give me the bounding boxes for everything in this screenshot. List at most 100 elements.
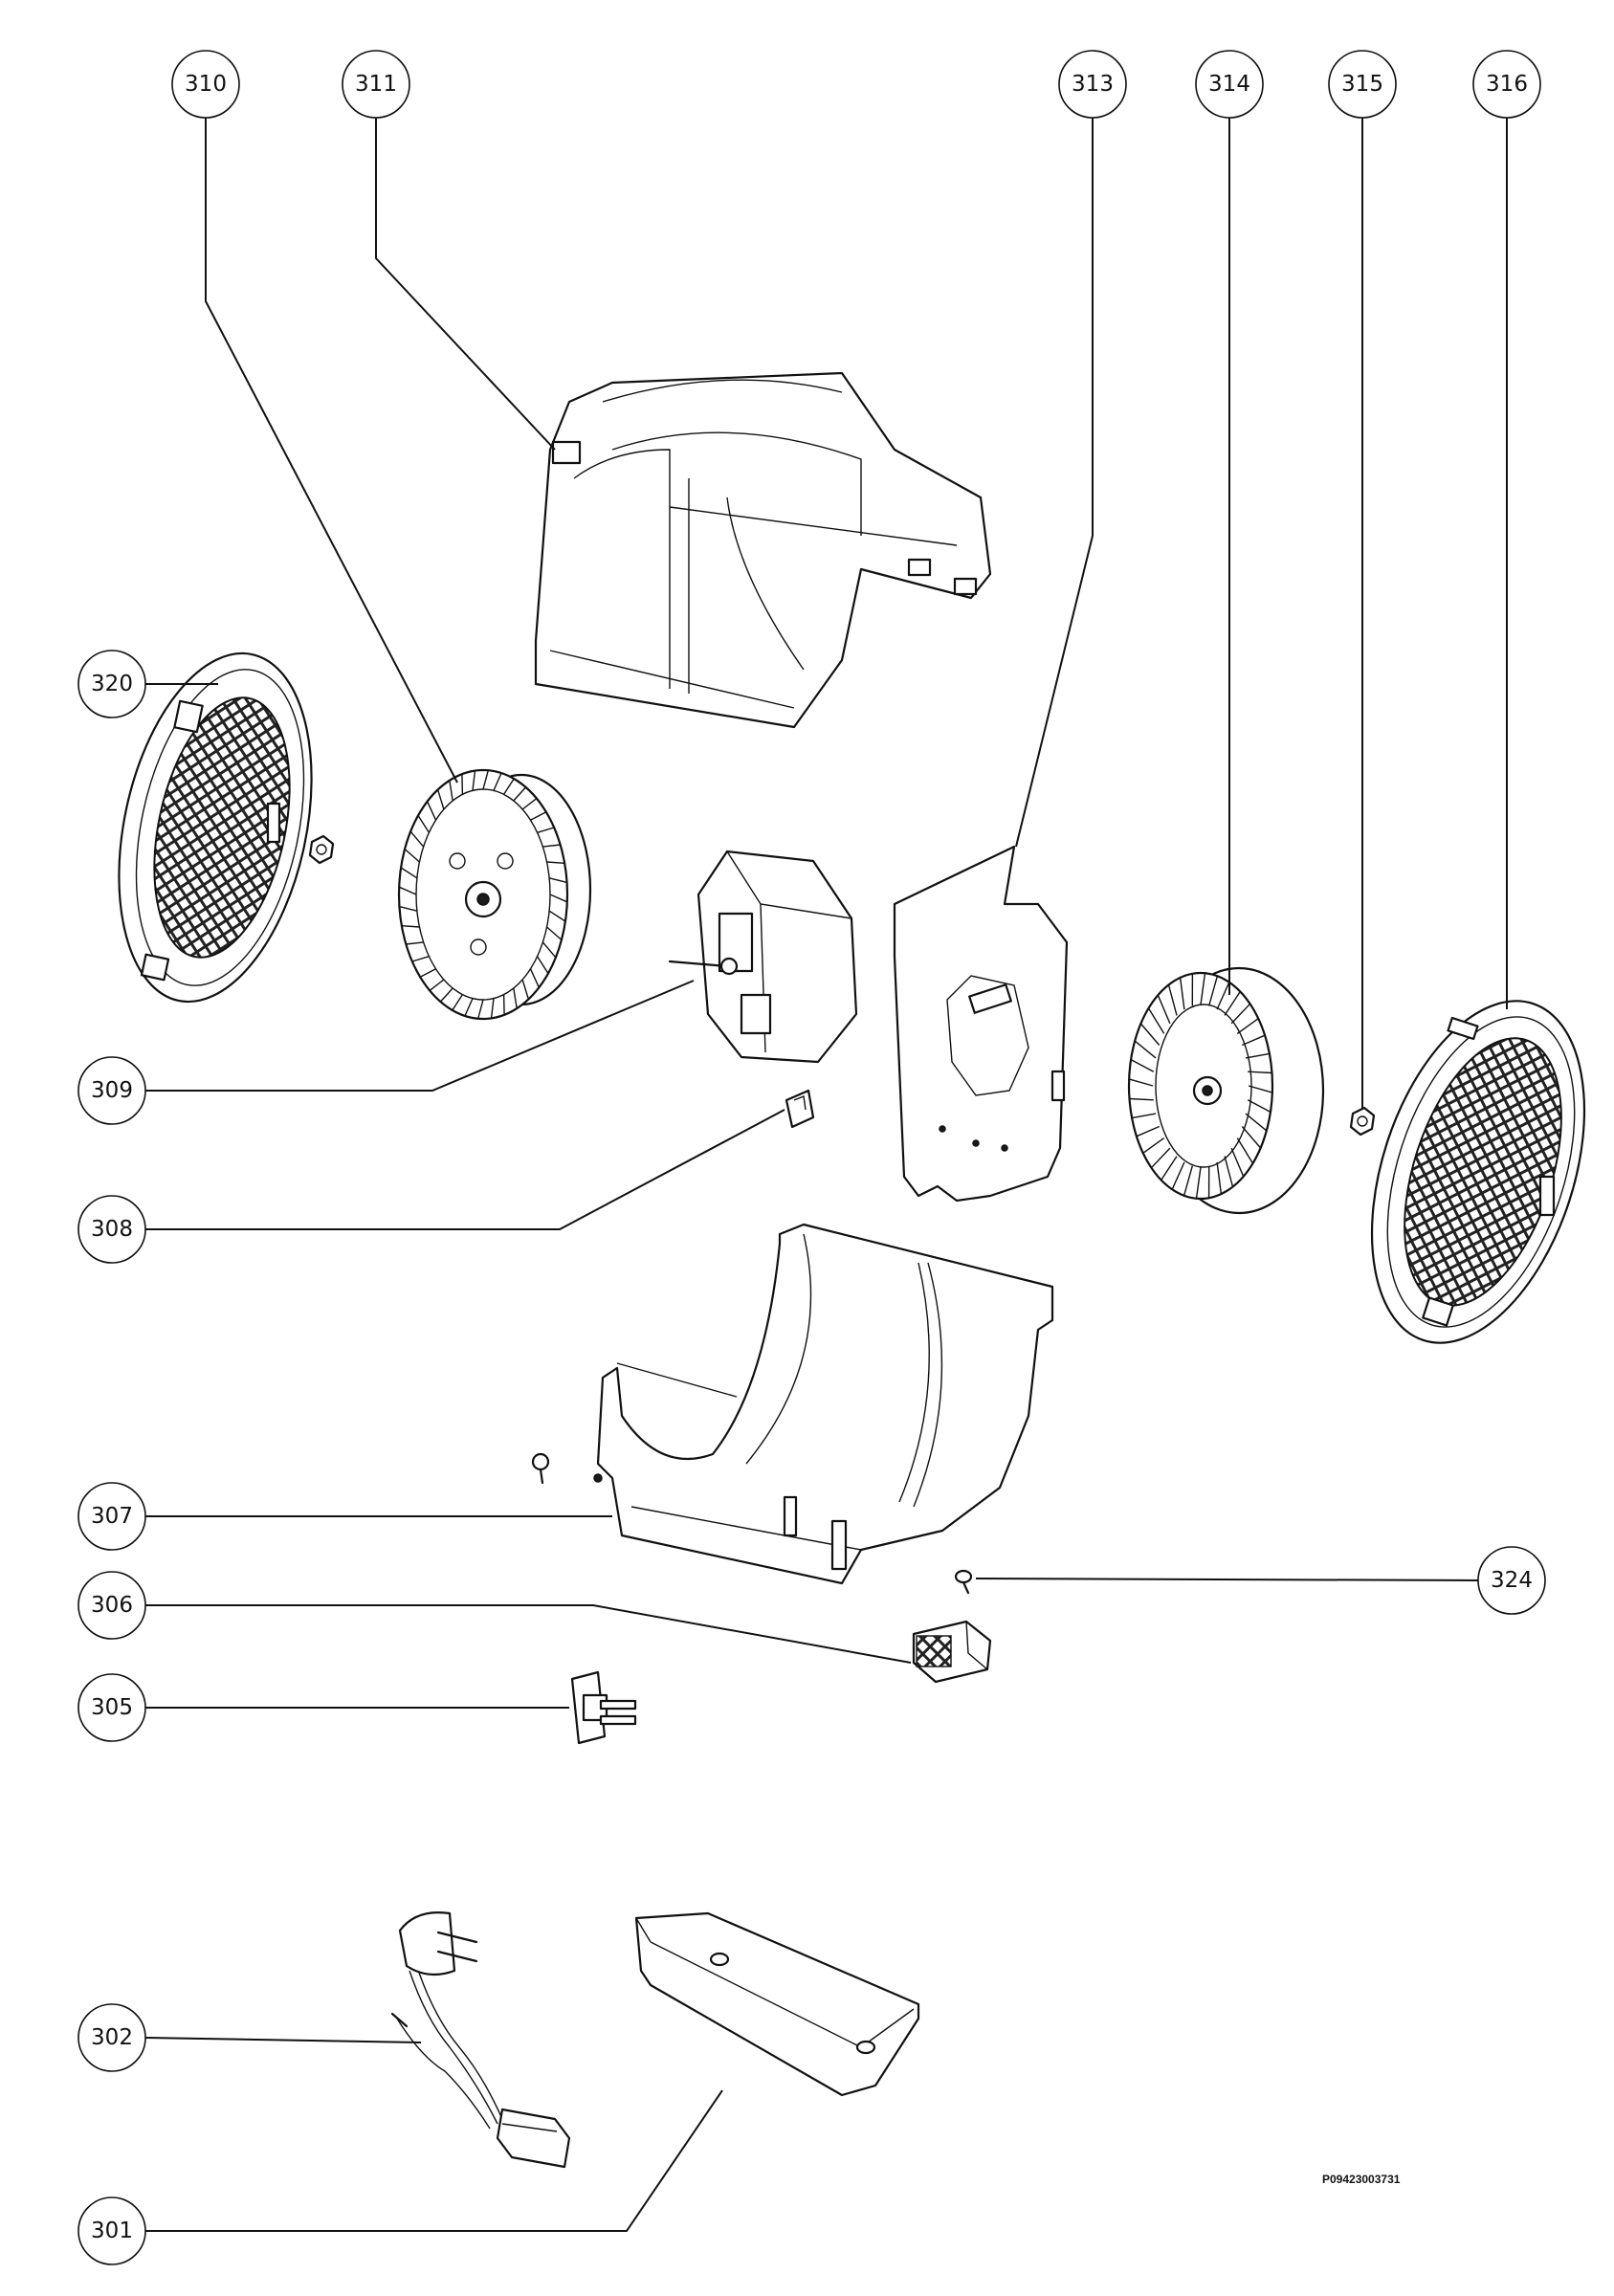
impeller-blade — [1142, 1137, 1165, 1154]
leader-313 — [1015, 117, 1094, 848]
impeller-blade — [542, 844, 561, 848]
impeller-blade — [1236, 1137, 1254, 1164]
impeller-blade — [419, 968, 436, 978]
leader-324 — [975, 1578, 1479, 1581]
callout-label: 301 — [91, 2219, 133, 2243]
callout-label: 314 — [1208, 72, 1250, 97]
leader-311 — [375, 117, 556, 451]
impeller-blade — [406, 941, 424, 945]
impeller-blade — [1167, 984, 1178, 1016]
motor-part — [668, 850, 858, 1064]
callout-310: 310 — [171, 50, 240, 119]
impeller-blade — [1179, 977, 1185, 1010]
impeller-blade — [530, 811, 547, 821]
callout-307: 307 — [77, 1482, 146, 1551]
callout-label: 324 — [1491, 1568, 1533, 1593]
impeller-blade — [521, 798, 538, 810]
impeller-blade — [1245, 1113, 1268, 1132]
clip-part — [785, 1089, 815, 1129]
impeller-blade — [1157, 994, 1171, 1025]
impeller-blade — [546, 926, 563, 941]
impeller-blade — [1131, 1113, 1157, 1119]
impeller-blade — [1139, 1023, 1161, 1046]
impeller-blade — [472, 770, 476, 791]
impeller-blade — [1130, 1058, 1155, 1072]
callout-306: 306 — [77, 1571, 146, 1640]
drawing-reference-code: P09423003731 — [1322, 2173, 1401, 2186]
leader-lines — [144, 117, 1508, 2232]
left-screw-part — [531, 1452, 550, 1485]
impeller-blade — [411, 956, 430, 962]
left-grille-cover-part — [118, 651, 313, 1004]
callout-label: 308 — [91, 1217, 133, 1242]
impeller-blade — [548, 877, 567, 884]
impeller-blade — [399, 905, 418, 912]
impeller-blade — [1136, 1125, 1160, 1137]
impeller-blade — [409, 830, 425, 848]
impeller-blade — [1216, 1161, 1223, 1195]
impeller-blade — [404, 848, 420, 863]
callout-305: 305 — [77, 1673, 146, 1742]
impeller-blade — [398, 886, 417, 895]
screw-part — [954, 1569, 973, 1595]
callout-314: 314 — [1195, 50, 1264, 119]
impeller-blade — [1245, 1052, 1271, 1059]
impeller-blade — [548, 910, 566, 922]
impeller-blade — [1224, 1156, 1234, 1187]
impeller-blade — [449, 780, 453, 802]
impeller-blade — [1208, 976, 1219, 1006]
impeller-blade — [477, 999, 484, 1019]
impeller-blade — [1171, 1161, 1185, 1190]
impeller-blade — [1161, 1156, 1178, 1181]
impeller-blade — [503, 778, 515, 795]
impeller-blade — [426, 801, 437, 821]
callout-label: 306 — [91, 1593, 133, 1618]
callout-324: 324 — [1477, 1546, 1546, 1615]
impeller-blade — [1183, 1165, 1193, 1196]
left-nut-part — [308, 834, 335, 865]
connector-part — [912, 1620, 992, 1684]
impeller-blade — [1248, 1085, 1273, 1093]
impeller-blade — [1216, 982, 1230, 1010]
motor-mounting-plate-part — [893, 845, 1069, 1203]
impeller-blade — [549, 894, 568, 903]
impeller-blade — [529, 968, 541, 988]
impeller-blade — [482, 770, 489, 790]
leader-301 — [145, 2089, 723, 2232]
impeller-blade — [1129, 1097, 1154, 1101]
impeller-blade — [1147, 1007, 1165, 1034]
impeller-blade — [513, 786, 527, 802]
callout-320: 320 — [77, 650, 146, 718]
callout-label: 316 — [1486, 72, 1528, 97]
leader-310 — [205, 117, 458, 784]
leader-302 — [144, 2037, 422, 2043]
impeller-blade — [1150, 1147, 1171, 1169]
impeller-blade — [417, 815, 430, 833]
impeller-blade — [436, 789, 445, 810]
leader-309 — [145, 980, 695, 1092]
impeller-blade — [537, 827, 555, 833]
lower-fan-housing-part — [593, 1223, 1054, 1585]
callout-301: 301 — [77, 2197, 146, 2265]
impeller-blade — [1134, 1040, 1157, 1059]
impeller-blade — [537, 956, 549, 974]
impeller-blade — [1224, 991, 1241, 1016]
power-cord-part — [390, 1911, 571, 2169]
right-nut-part — [1349, 1106, 1376, 1137]
impeller-blade — [401, 925, 420, 928]
impeller-blade — [1200, 973, 1206, 1005]
impeller-blade — [546, 861, 565, 864]
impeller-blade — [502, 994, 505, 1015]
impeller-blade — [464, 998, 474, 1017]
callout-313: 313 — [1058, 50, 1127, 119]
impeller-blade — [461, 774, 464, 795]
impeller-blade — [1236, 1018, 1259, 1034]
impeller-blade — [542, 941, 557, 959]
callout-label: 311 — [355, 72, 397, 97]
bottom-tray-part — [634, 1911, 920, 2097]
impeller-blade — [452, 994, 463, 1011]
callout-label: 302 — [91, 2025, 133, 2050]
impeller-blade — [521, 979, 530, 1000]
right-grille-cover-part — [1370, 1000, 1586, 1344]
